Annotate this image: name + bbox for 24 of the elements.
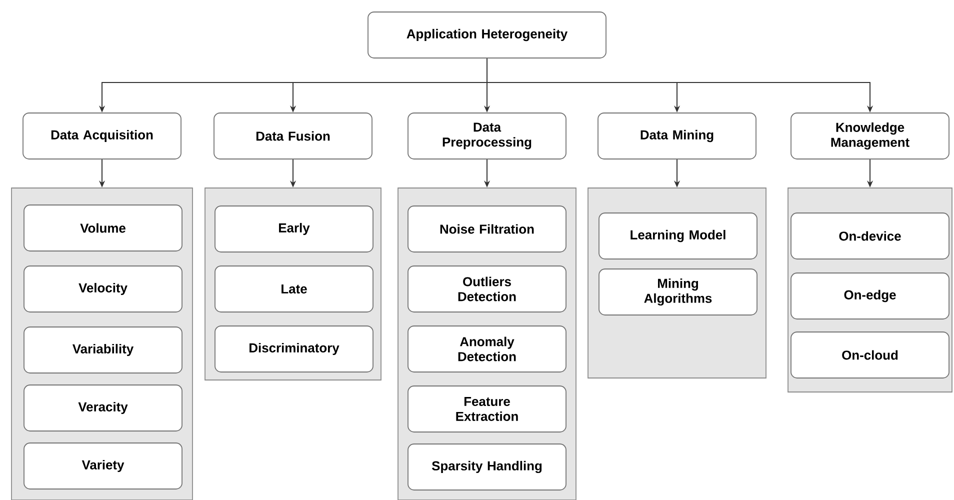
item-box: Learning Model [598, 212, 758, 260]
item-box: On-edge [790, 272, 950, 320]
item-box: Veracity [24, 384, 182, 432]
item-box: Variability [24, 326, 182, 374]
item-box: Discriminatory [214, 326, 374, 372]
item-box: Anomaly Detection [408, 326, 566, 372]
category-box: Data Preprocessing [408, 112, 566, 160]
item-box: Outliers Detection [408, 266, 566, 312]
category-box: Data Fusion [214, 112, 372, 160]
category-box: Knowledge Management [790, 112, 950, 160]
item-box: Velocity [24, 266, 182, 312]
item-box: Volume [24, 204, 182, 252]
item-box: Feature Extraction [408, 386, 566, 432]
item-box: Sparsity Handling [408, 444, 566, 490]
item-box: Mining Algorithms [598, 268, 758, 316]
item-box: Variety [24, 442, 182, 490]
item-box: Early [214, 206, 374, 252]
root-box: Application Heterogeneity [368, 12, 606, 58]
item-box: Noise Filtration [408, 206, 566, 252]
item-box: On-device [790, 212, 950, 260]
category-box: Data Mining [598, 112, 756, 160]
item-box: On-cloud [790, 332, 950, 378]
item-box: Late [214, 266, 374, 312]
category-box: Data Acquisition [22, 112, 182, 160]
